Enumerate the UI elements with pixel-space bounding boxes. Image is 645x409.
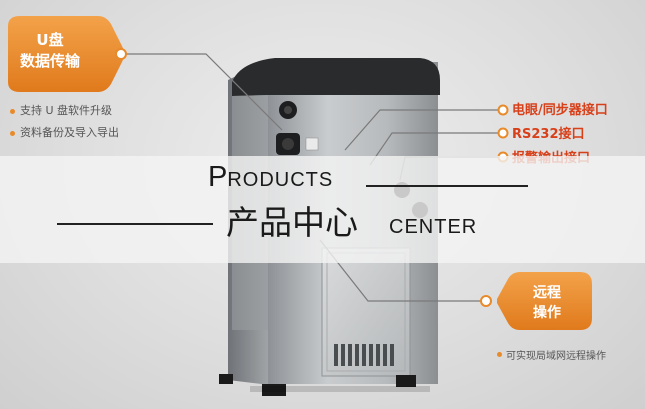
remote-callout-title: 远程 操作	[522, 283, 572, 323]
port-label-sensor: 电眼/同步器接口	[512, 103, 608, 118]
usb-title-line1: U盘	[36, 31, 64, 49]
products-initial: P	[208, 161, 228, 193]
usb-badge	[8, 16, 124, 92]
products-rest: RODUCTS	[227, 169, 334, 191]
banner-rule-bottom	[57, 223, 213, 225]
remote-title-line1: 远程	[533, 285, 561, 301]
banner-title-en: CENTER	[389, 216, 478, 238]
usb-pointer-dot	[115, 48, 127, 60]
remote-title-line2: 操作	[533, 305, 561, 321]
banner-overlay	[0, 156, 645, 263]
banner-title-cn: 产品中心	[226, 203, 358, 242]
usb-title-line2: 数据传输	[19, 52, 80, 70]
remote-description: 可实现局域网远程操作	[496, 347, 606, 362]
port-label-rs232: RS232接口	[512, 127, 585, 142]
usb-callout-title: U盘 数据传输	[8, 30, 92, 72]
usb-feature-item: 资料备份及导入导出	[8, 122, 119, 144]
banner-rule-top	[366, 185, 528, 187]
products-heading: PRODUCTS	[208, 163, 333, 192]
usb-feature-item: 支持 U 盘软件升级	[8, 100, 119, 122]
remote-badge	[497, 272, 592, 330]
port-bullets	[497, 104, 509, 163]
remote-pointer-dot	[480, 295, 492, 307]
leader-lines	[126, 53, 503, 302]
usb-feature-list: 支持 U 盘软件升级 资料备份及导入导出	[8, 100, 119, 144]
